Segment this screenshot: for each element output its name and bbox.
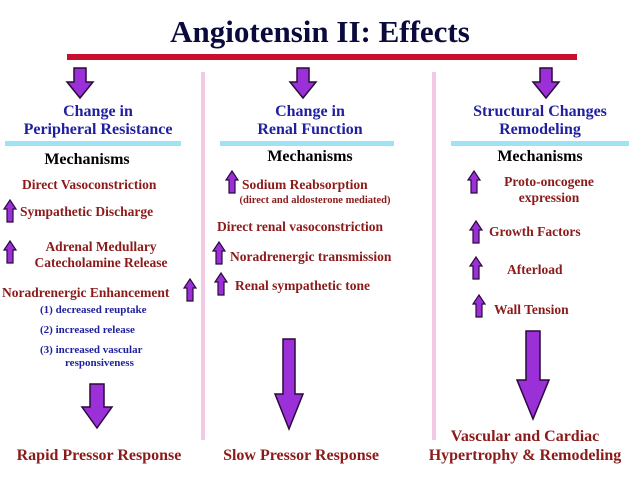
right-heading: Structural Changes Remodeling — [440, 103, 640, 139]
up-arrow-icon — [213, 271, 229, 296]
middle-mechanisms-label: Mechanisms — [267, 148, 353, 165]
right-item-proto-line1: Proto-oncogene — [504, 174, 594, 189]
up-arrow-icon — [211, 240, 227, 265]
up-arrow-icon — [224, 169, 240, 194]
middle-item-sodium-reabsorption: Sodium Reabsorption — [242, 177, 368, 192]
left-detail-3: (3) increased vascular responsiveness — [40, 344, 200, 370]
down-arrow-icon — [80, 383, 114, 430]
left-item-adrenal-line2: Catecholamine Release — [34, 255, 168, 270]
right-mechanisms-label: Mechanisms — [497, 148, 583, 165]
right-item-afterload: Afterload — [507, 262, 563, 277]
up-arrow-icon — [468, 255, 484, 280]
right-heading-bar — [451, 141, 629, 146]
right-item-growth-factors: Growth Factors — [489, 224, 581, 239]
diagram-title: Angiotensin II: Effects — [170, 14, 470, 49]
left-item-sympathetic-discharge: Sympathetic Discharge — [20, 204, 154, 219]
divider-right — [432, 72, 436, 440]
middle-heading-line2: Renal Function — [257, 121, 363, 138]
up-arrow-icon — [466, 169, 482, 194]
left-heading-line1: Change in — [63, 103, 133, 120]
right-outcome-line1: Vascular and Cardiac — [450, 428, 600, 445]
left-heading-line2: Peripheral Resistance — [23, 121, 173, 138]
up-arrow-icon — [2, 198, 18, 223]
divider-left — [201, 72, 205, 440]
down-arrow-icon — [65, 67, 95, 100]
right-heading-line1: Structural Changes — [473, 103, 607, 120]
right-outcome-line2: Hypertrophy & Remodeling — [428, 447, 622, 464]
left-detail-1: (1) decreased reuptake — [40, 304, 147, 316]
middle-outcome: Slow Pressor Response — [223, 447, 379, 464]
left-heading-bar — [5, 141, 181, 146]
middle-heading-line1: Change in — [275, 103, 345, 120]
up-arrow-icon — [471, 293, 487, 318]
middle-item-noradrenergic-transmission: Noradrenergic transmission — [230, 249, 392, 264]
down-arrow-icon — [531, 67, 561, 100]
left-item-direct-vasoconstriction: Direct Vasoconstriction — [22, 177, 157, 192]
middle-item-direct-renal: Direct renal vasoconstriction — [217, 219, 383, 234]
left-item-adrenal: Adrenal Medullary Catecholamine Release — [17, 239, 185, 271]
left-detail-2: (2) increased release — [40, 324, 135, 336]
down-arrow-icon — [273, 338, 305, 432]
left-outcome: Rapid Pressor Response — [16, 447, 182, 464]
left-mechanisms-label: Mechanisms — [44, 151, 130, 168]
right-heading-line2: Remodeling — [499, 121, 581, 138]
left-heading: Change in Peripheral Resistance — [0, 103, 196, 139]
top-bar — [67, 54, 577, 60]
left-detail-3-line1: (3) increased vascular — [40, 344, 143, 356]
down-arrow-icon — [288, 67, 318, 100]
right-item-wall-tension: Wall Tension — [494, 302, 569, 317]
right-item-proto-line2: expression — [518, 190, 580, 205]
left-item-noradrenergic-enhancement: Noradrenergic Enhancement — [2, 285, 170, 300]
middle-item-renal-sympathetic: Renal sympathetic tone — [235, 278, 370, 293]
left-detail-3-line2: responsiveness — [65, 357, 134, 369]
up-arrow-icon — [182, 277, 198, 302]
right-item-proto-oncogene: Proto-oncogene expression — [484, 174, 614, 206]
up-arrow-icon — [2, 239, 18, 264]
right-outcome: Vascular and Cardiac Hypertrophy & Remod… — [410, 427, 640, 465]
middle-heading-bar — [220, 141, 394, 146]
middle-item-sodium-note: (direct and aldosterone mediated) — [239, 195, 391, 206]
down-arrow-icon — [515, 330, 551, 421]
left-item-adrenal-line1: Adrenal Medullary — [45, 239, 157, 254]
up-arrow-icon — [468, 219, 484, 244]
middle-heading: Change in Renal Function — [210, 103, 410, 139]
